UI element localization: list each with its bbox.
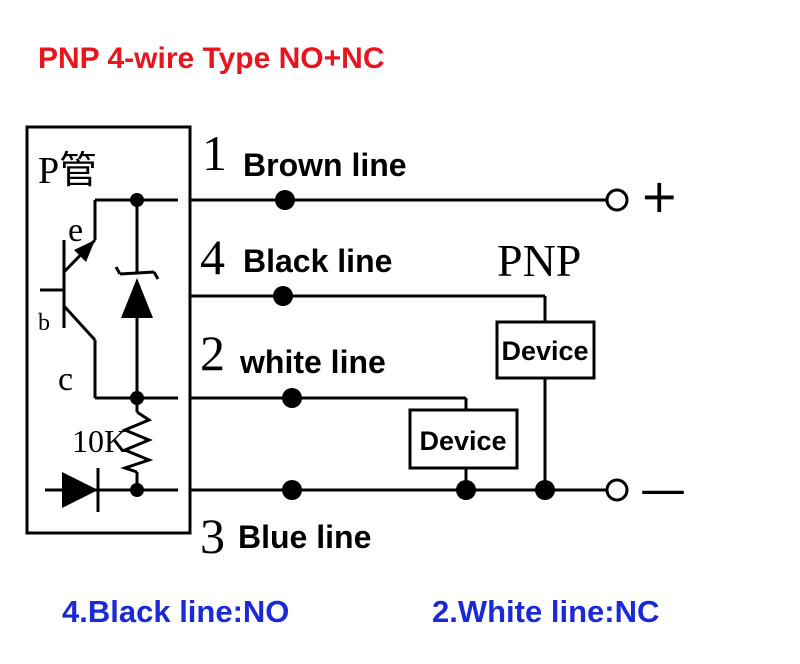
internal-wiring bbox=[40, 198, 178, 512]
emitter-label: e bbox=[68, 212, 83, 249]
negative-terminal bbox=[605, 478, 629, 502]
positive-terminal bbox=[605, 188, 629, 212]
device-label-no: Device bbox=[501, 336, 588, 366]
wire-number-white: 2 bbox=[200, 325, 225, 381]
note-white-nc: 2.White line:NC bbox=[432, 594, 659, 629]
zener-diode-symbol bbox=[121, 278, 153, 318]
wire-label-white: white line bbox=[239, 344, 386, 380]
wire-label-blue: Blue line bbox=[238, 519, 371, 555]
diagram-title: PNP 4-wire Type NO+NC bbox=[38, 42, 385, 75]
resistor-label: 10K bbox=[72, 423, 127, 459]
wire-number-black: 4 bbox=[200, 229, 225, 285]
internal-junctions bbox=[130, 193, 144, 497]
sensor-type-label: P管 bbox=[38, 150, 97, 192]
wire-label-black: Black line bbox=[243, 243, 392, 279]
device-label-nc: Device bbox=[419, 426, 506, 456]
sensor-box bbox=[25, 125, 192, 535]
transistor-emitter-arrow bbox=[74, 240, 95, 262]
pnp-label: PNP bbox=[497, 235, 581, 286]
note-black-no: 4.Black line:NO bbox=[62, 594, 289, 629]
wire-number-brown: 1 bbox=[202, 125, 227, 181]
base-label: b bbox=[38, 310, 50, 336]
positive-sign: + bbox=[640, 169, 679, 223]
wire-label-brown: Brown line bbox=[243, 147, 407, 183]
negative-sign: — bbox=[640, 462, 686, 516]
device-box-no bbox=[495, 320, 596, 380]
external-wires bbox=[190, 198, 607, 492]
device-box-nc bbox=[408, 408, 519, 470]
collector-label: c bbox=[58, 361, 73, 398]
diode-symbol bbox=[62, 472, 98, 508]
wire-junctions bbox=[273, 190, 555, 500]
wire-number-blue: 3 bbox=[200, 508, 225, 564]
